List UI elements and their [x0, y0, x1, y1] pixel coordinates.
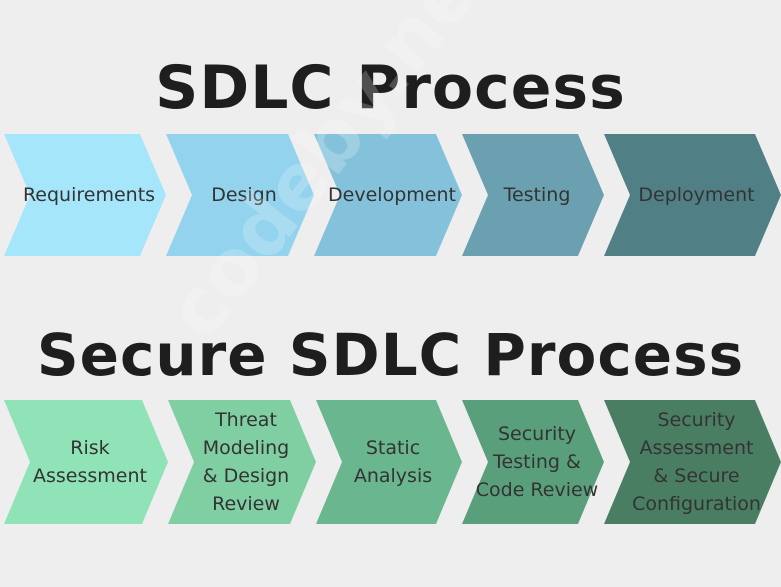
sdlc-process-title: SDLC Process [155, 53, 626, 123]
sdlc-steps-row: Requirements Design Development Testing Depl… [4, 134, 781, 256]
secure-chevron-risk-assessment [4, 400, 168, 524]
secure-step-label-security-testing-code-review-line-1: Security [498, 423, 576, 445]
sdlc-chevron-development [314, 134, 462, 256]
secure-step-label-static-analysis-line-1: Static [366, 437, 420, 459]
sdlc-step-label-development-line-1: Development [328, 184, 456, 206]
secure-chevron-security-testing-code-review [462, 400, 604, 524]
secure-chevron-static-analysis [316, 400, 462, 524]
secure-chevron-security-assessment-secure-configuration [604, 400, 781, 524]
secure-step-label-security-assessment-secure-configuration-line-2: Assessment [640, 437, 754, 459]
sdlc-step-label-design-line-1: Design [211, 184, 277, 206]
secure-step-label-static-analysis-line-2: Analysis [354, 465, 432, 487]
secure-step-label-risk-assessment-line-2: Assessment [33, 465, 147, 487]
secure-step-label-security-assessment-secure-configuration-line-1: Security [657, 409, 735, 431]
secure-step-label-security-testing-code-review-line-2: Testing & [492, 451, 581, 473]
sdlc-step-label-testing-line-1: Testing [503, 184, 571, 206]
secure-step-label-risk-assessment-line-1: Risk [70, 437, 109, 459]
secure-step-label-threat-modeling-design-review-line-4: Review [212, 493, 280, 515]
sdlc-chevron-deployment [604, 134, 781, 256]
sdlc-step-label-requirements-line-1: Requirements [23, 184, 155, 206]
sdlc-step-label-deployment-line-1: Deployment [638, 184, 754, 206]
secure-step-label-security-assessment-secure-configuration-line-3: & Secure [653, 465, 739, 487]
secure-step-label-threat-modeling-design-review-line-2: Modeling [203, 437, 289, 459]
secure-step-label-threat-modeling-design-review-line-3: & Design [203, 465, 289, 487]
secure-step-label-security-testing-code-review-line-3: Code Review [476, 479, 598, 501]
sdlc-chevron-design [166, 134, 314, 256]
secure-step-label-threat-modeling-design-review-line-1: Threat [214, 409, 277, 431]
sdlc-chevron-testing [462, 134, 604, 256]
sdlc-chevron-requirements [4, 134, 166, 256]
secure-step-label-security-assessment-secure-configuration-line-4: Configuration [632, 493, 761, 515]
secure-chevron-threat-modeling-design-review [168, 400, 316, 524]
secure-sdlc-process-title: Secure SDLC Process [36, 321, 745, 389]
